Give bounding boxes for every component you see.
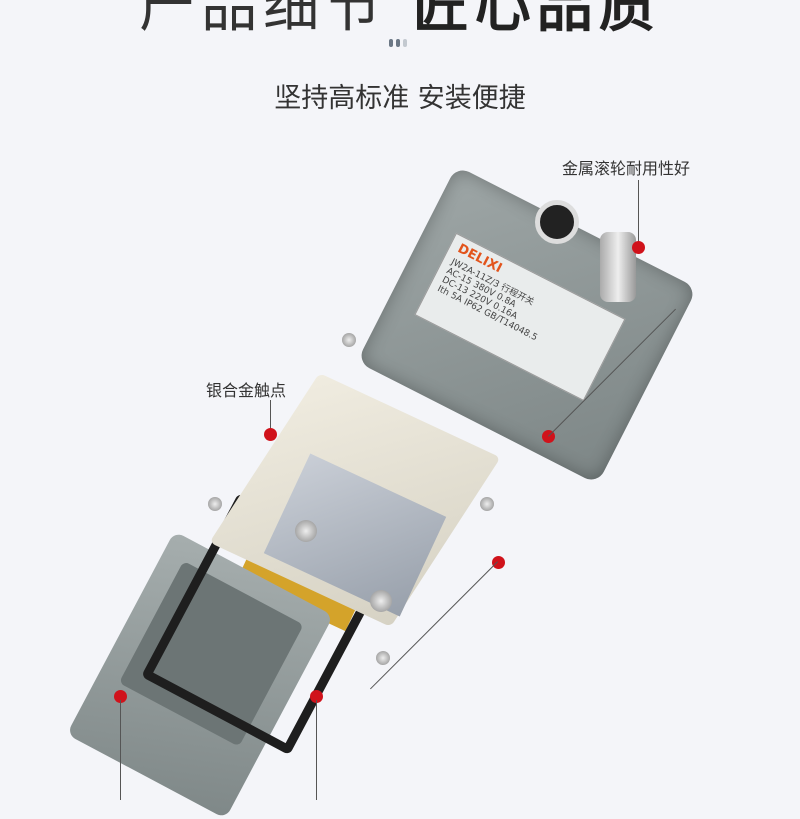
screw [342,333,356,347]
metal-roller [600,232,636,302]
callout-dot [632,241,645,254]
nameplate: DELIXI JW2A-11Z/3 行程开关 AC-15 380V 0.8A D… [414,232,626,402]
callout-roller: 金属滚轮耐用性好 [562,159,691,178]
callout-dot [310,690,323,703]
screw [295,520,317,542]
callout-dot [114,690,127,703]
screw [480,497,494,511]
screw [370,590,392,612]
screw [208,497,222,511]
callout-dot [492,556,505,569]
plunger-button [535,200,579,244]
screw [376,651,390,665]
divider-dots [389,39,407,47]
subtitle: 坚持高标准 安装便捷 [274,83,526,114]
callout-dot [264,428,277,441]
callout-contacts: 银合金触点 [206,381,287,400]
page-title: 产品细节 匠心品质 [139,0,661,40]
